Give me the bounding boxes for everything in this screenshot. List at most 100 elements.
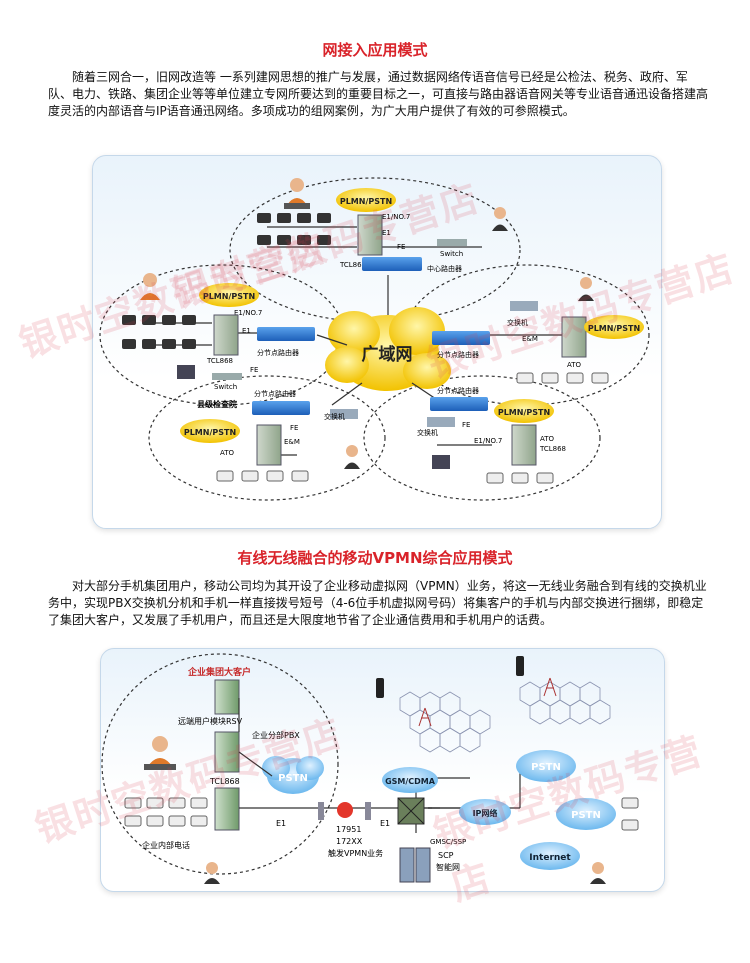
left-operator — [140, 273, 160, 300]
svg-text:PLMN/PSTN: PLMN/PSTN — [184, 428, 236, 437]
bottom-right-pc — [432, 455, 450, 469]
left-phones — [122, 315, 196, 349]
svg-text:分节点路由器: 分节点路由器 — [254, 389, 296, 398]
bottom-right-router — [430, 397, 488, 411]
svg-text:企业集团大客户: 企业集团大客户 — [187, 666, 251, 678]
right-phones — [516, 372, 609, 384]
left-pbx — [213, 314, 239, 356]
ip-network-cloud: IP网络 — [459, 799, 511, 825]
top-switch — [437, 239, 467, 246]
section2-paragraph: 对大部分手机集团用户，移动公司均为其开设了企业移动虚拟网（VPMN）业务，将这一… — [48, 579, 707, 627]
svg-text:Switch: Switch — [440, 250, 463, 258]
left-router — [257, 327, 315, 341]
svg-text:FE: FE — [250, 366, 258, 374]
bottom-right-pbx — [511, 424, 537, 466]
bottom-right-site-ellipse — [363, 375, 601, 501]
svg-text:FE: FE — [462, 421, 470, 429]
left-site: PLMN/PSTN E1/NO.7 E1 TCL868 分节点路由器 FE Sw… — [122, 273, 315, 391]
pstn-cloud-3: PSTN — [556, 798, 616, 830]
svg-text:E1/NO.7: E1/NO.7 — [474, 437, 502, 445]
section1-title: 网接入应用模式 — [322, 41, 428, 59]
svg-text:Switch: Switch — [214, 383, 237, 391]
svg-text:交换机: 交换机 — [417, 428, 438, 437]
svg-text:PLMN/PSTN: PLMN/PSTN — [340, 197, 392, 206]
bottom-left-site-ellipse — [148, 375, 386, 501]
bottom-left-pstn-cloud: PLMN/PSTN — [180, 419, 240, 443]
internet-cloud: Internet — [520, 842, 580, 870]
svg-text:TCL868: TCL868 — [209, 777, 240, 786]
svg-text:SCP: SCP — [438, 851, 454, 860]
bottom-right-pstn-cloud: PLMN/PSTN — [494, 399, 554, 423]
svg-text:县级检查院: 县级检查院 — [197, 399, 237, 409]
right-pstn-cloud: PLMN/PSTN — [584, 315, 644, 339]
bottom-left-router — [252, 401, 310, 415]
mobile-phone-2 — [516, 656, 524, 676]
svg-text:FE: FE — [290, 424, 298, 432]
svg-text:分节点路由器: 分节点路由器 — [437, 350, 479, 359]
cellular-grid-right — [519, 681, 611, 725]
wan-cloud: 广域网 — [325, 307, 451, 391]
bottom-left-pbx — [256, 424, 282, 466]
svg-text:E1/NO.7: E1/NO.7 — [382, 213, 410, 221]
bottom-left-site: 县级检查院 分节点路由器 交换机 PLMN/PSTN FE E&M ATO — [180, 389, 360, 482]
svg-text:17951: 17951 — [336, 825, 361, 834]
top-phones — [257, 213, 331, 245]
branch-pbx-cabinet — [214, 731, 240, 773]
left-pstn-cloud: PLMN/PSTN — [199, 283, 259, 307]
svg-text:E1: E1 — [382, 229, 391, 237]
top-site: PLMN/PSTN E1/NO.7 E1 FE TCL868 中心路由器 Swi… — [257, 178, 508, 273]
cellular-grid-left — [399, 691, 491, 753]
network-diagram-1: 广域网 PLMN/PSTN E1/NO.7 E — [99, 177, 650, 501]
internet-user — [590, 862, 606, 884]
bottom-right-switch — [427, 417, 455, 427]
vpmn-trigger-icon — [337, 802, 353, 818]
bottom-left-phones — [216, 470, 309, 482]
svg-text:交换机: 交换机 — [324, 412, 345, 421]
svg-text:远端用户模块RSV: 远端用户模块RSV — [178, 716, 243, 726]
top-operator — [284, 178, 310, 209]
top-pbx — [357, 214, 383, 256]
svg-text:PSTN: PSTN — [531, 762, 561, 773]
bottom-left-operator — [344, 445, 360, 469]
bottom-right-phones — [486, 472, 554, 484]
enterprise-operator — [144, 736, 176, 770]
svg-text:PLMN/PSTN: PLMN/PSTN — [203, 292, 255, 301]
svg-text:TCL868: TCL868 — [339, 261, 366, 269]
left-switch — [212, 373, 242, 380]
section1-paragraph: 随着三网合一，旧网改造等 一系列建网思想的推广与发展，通过数据网络传语音信号已经… — [48, 70, 709, 118]
enterprise-ellipse — [101, 653, 339, 875]
svg-text:分节点路由器: 分节点路由器 — [257, 348, 299, 357]
svg-text:交换机: 交换机 — [507, 318, 528, 327]
internal-phones — [124, 797, 208, 827]
network-diagram-2: 企业集团大客户 远端用户模块RSV 企业分部PBX TCL868 企业内部电话 … — [101, 653, 639, 884]
svg-text:GSM/CDMA: GSM/CDMA — [385, 777, 436, 786]
bottom-left-switch — [330, 409, 358, 419]
right-site: 分节点路由器 交换机 E&M ATO PLMN/PSTN — [432, 277, 644, 384]
svg-text:E1: E1 — [380, 819, 390, 828]
svg-text:PSTN: PSTN — [278, 773, 308, 784]
enterprise-mobile-user — [204, 862, 220, 884]
svg-text:E1: E1 — [242, 327, 251, 335]
svg-text:PLMN/PSTN: PLMN/PSTN — [588, 324, 640, 333]
scp-cabinet — [399, 847, 415, 883]
remote-phones — [621, 797, 639, 831]
links — [147, 226, 582, 456]
svg-text:TCL868: TCL868 — [206, 357, 233, 365]
left-pc — [177, 365, 195, 379]
svg-text:GMSC/SSP: GMSC/SSP — [430, 838, 466, 846]
right-switch — [510, 301, 538, 311]
svg-text:触发VPMN业务: 触发VPMN业务 — [328, 848, 383, 858]
pstn-cloud-2: PSTN — [516, 750, 576, 782]
svg-text:IP网络: IP网络 — [473, 808, 498, 818]
svg-text:E&M: E&M — [522, 335, 538, 343]
rsv-cabinet — [214, 679, 240, 715]
svg-text:E1: E1 — [276, 819, 286, 828]
mobile-phone-1 — [376, 678, 384, 698]
top-pstn-cloud: PLMN/PSTN — [336, 188, 396, 212]
svg-text:ATO: ATO — [220, 449, 235, 457]
right-pbx — [561, 316, 587, 358]
gateway-left — [318, 802, 324, 820]
wan-label: 广域网 — [362, 344, 413, 365]
svg-text:Internet: Internet — [529, 853, 571, 863]
gateway-right — [365, 802, 371, 820]
